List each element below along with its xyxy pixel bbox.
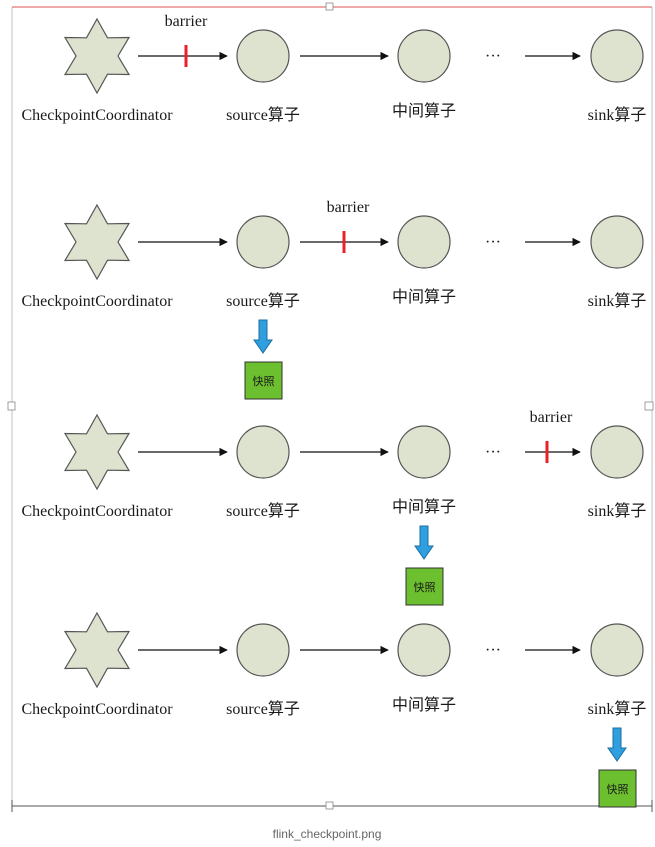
snapshot-box bbox=[405, 567, 444, 606]
image-caption: flink_checkpoint.png bbox=[273, 827, 382, 841]
checkpoint-coordinator-star bbox=[63, 17, 131, 95]
middle-operator-label: 中间算子 bbox=[392, 101, 456, 120]
middle-operator-node bbox=[397, 623, 451, 677]
sink-operator-node bbox=[590, 425, 644, 479]
sink-operator-label: sink算子 bbox=[588, 699, 647, 718]
snapshot-box bbox=[598, 769, 637, 808]
coordinator-label: CheckpointCoordinator bbox=[21, 503, 173, 520]
snapshot-down-arrow-icon bbox=[253, 319, 273, 354]
sink-operator-node bbox=[590, 215, 644, 269]
source-operator-node bbox=[236, 425, 290, 479]
barrier-label: barrier bbox=[165, 13, 208, 30]
source-operator-node bbox=[236, 29, 290, 83]
source-operator-node bbox=[236, 215, 290, 269]
frame-handle bbox=[7, 401, 16, 411]
snapshot-label: 快照 bbox=[253, 375, 275, 388]
source-operator-node bbox=[236, 623, 290, 677]
sink-operator-node bbox=[590, 623, 644, 677]
checkpoint-coordinator-star bbox=[63, 611, 131, 689]
ellipsis-dots: ··· bbox=[485, 48, 501, 65]
middle-operator-node bbox=[397, 215, 451, 269]
middle-operator-label: 中间算子 bbox=[392, 695, 456, 714]
middle-operator-label: 中间算子 bbox=[392, 497, 456, 516]
sink-operator-label: sink算子 bbox=[588, 501, 647, 520]
checkpoint-coordinator-star bbox=[63, 413, 131, 491]
barrier-label: barrier bbox=[530, 409, 573, 426]
source-operator-label: source算子 bbox=[226, 699, 300, 718]
stage-row: CheckpointCoordinator source算子 中间算子 sink算子 ·… bbox=[21, 611, 647, 808]
checkpoint-coordinator-star bbox=[63, 203, 131, 281]
source-operator-label: source算子 bbox=[226, 105, 300, 124]
frame bbox=[7, 2, 654, 812]
source-operator-label: source算子 bbox=[226, 291, 300, 310]
frame-handle bbox=[644, 401, 654, 411]
snapshot-box bbox=[244, 361, 283, 400]
ellipsis-dots: ··· bbox=[485, 642, 501, 659]
barrier-label: barrier bbox=[327, 199, 370, 216]
snapshot-label: 快照 bbox=[607, 783, 629, 796]
stage-row: CheckpointCoordinator source算子 中间算子 sink算子 ·… bbox=[21, 13, 646, 124]
stage-row: CheckpointCoordinator source算子 中间算子 sink算子 ·… bbox=[21, 409, 647, 606]
frame-handle bbox=[325, 801, 334, 810]
middle-operator-node bbox=[397, 425, 451, 479]
coordinator-label: CheckpointCoordinator bbox=[21, 701, 173, 718]
stage-row: CheckpointCoordinator source算子 中间算子 sink算子 ·… bbox=[21, 199, 647, 400]
middle-operator-node bbox=[397, 29, 451, 83]
snapshot-down-arrow-icon bbox=[414, 525, 434, 560]
coordinator-label: CheckpointCoordinator bbox=[21, 293, 173, 310]
snapshot-down-arrow-icon bbox=[607, 727, 627, 762]
ellipsis-dots: ··· bbox=[485, 234, 501, 251]
source-operator-label: source算子 bbox=[226, 501, 300, 520]
coordinator-label: CheckpointCoordinator bbox=[21, 107, 173, 124]
snapshot-label: 快照 bbox=[414, 581, 436, 594]
frame-handle bbox=[325, 2, 334, 11]
sink-operator-label: sink算子 bbox=[588, 105, 647, 124]
sink-operator-node bbox=[590, 29, 644, 83]
middle-operator-label: 中间算子 bbox=[392, 287, 456, 306]
ellipsis-dots: ··· bbox=[485, 444, 501, 461]
sink-operator-label: sink算子 bbox=[588, 291, 647, 310]
